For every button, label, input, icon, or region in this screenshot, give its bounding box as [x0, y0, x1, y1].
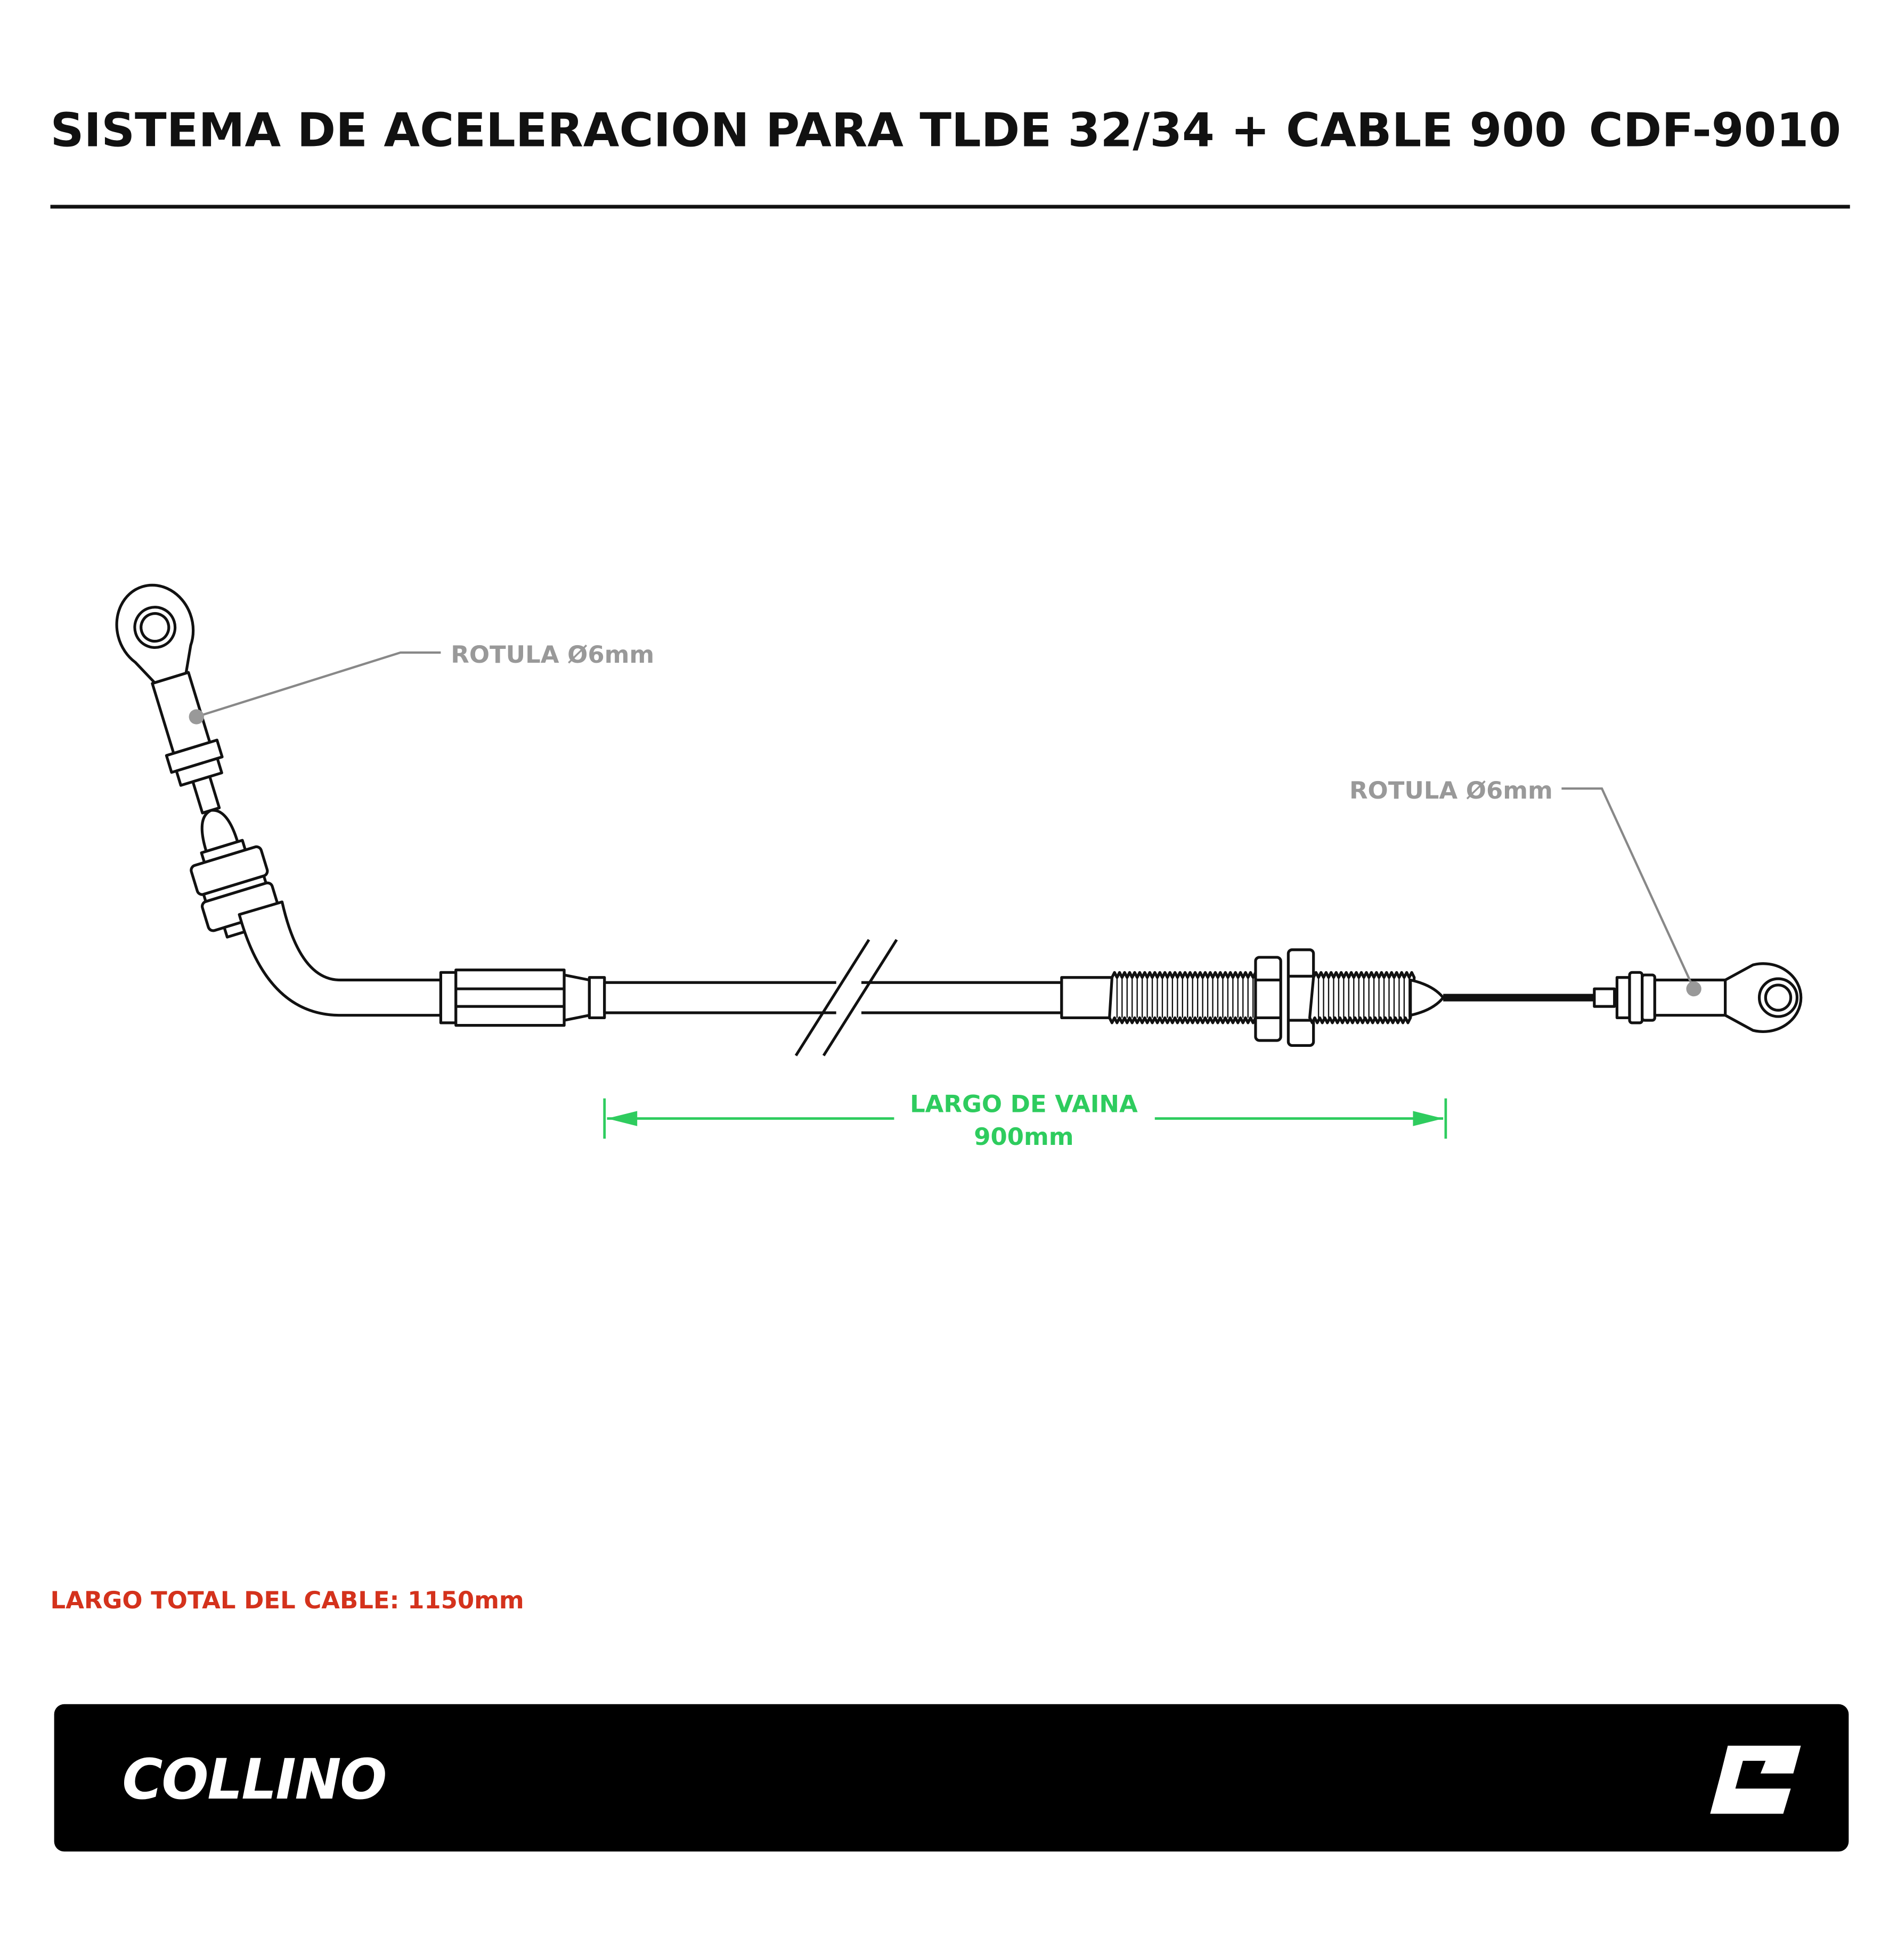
left-rod-end-label: ROTULA Ø6mm	[451, 640, 654, 669]
left-label-leader	[189, 651, 441, 725]
product-code: CDF-9010	[1589, 103, 1842, 158]
thread-left	[1108, 971, 1260, 1024]
total-length-note: LARGO TOTAL DEL CABLE: 1150mm	[51, 1586, 524, 1614]
thread-right	[1308, 971, 1416, 1024]
thread-teeth	[1308, 971, 1416, 1024]
right-label-leader	[1561, 787, 1701, 997]
footer-bar	[54, 1704, 1849, 1852]
dimension-label: LARGO DE VAINA	[910, 1090, 1138, 1118]
brand-mark-icon	[1710, 1745, 1801, 1814]
brand-logo: COLLINO	[122, 1747, 386, 1812]
cable-drawing	[115, 583, 1803, 1056]
dimension-value: 900mm	[974, 1123, 1073, 1151]
left-rod-end	[115, 583, 280, 939]
sheath-length-dimension	[603, 1098, 1447, 1139]
right-rod-end-label: ROTULA Ø6mm	[1349, 776, 1553, 804]
page-title: SISTEMA DE ACELERACION PARA TLDE 32/34 +…	[51, 103, 1567, 158]
